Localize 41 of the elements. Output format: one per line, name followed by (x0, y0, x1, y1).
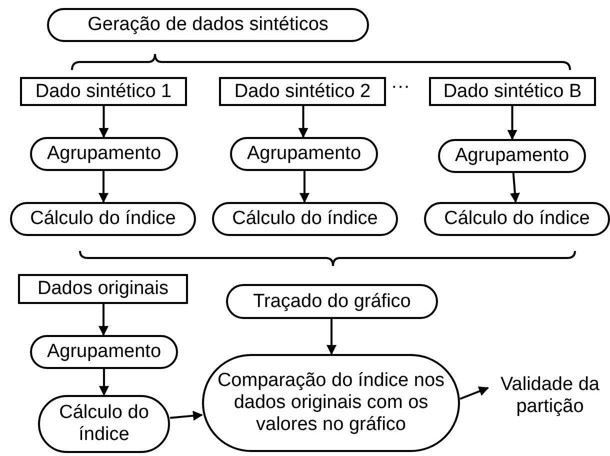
process-box (20, 77, 187, 106)
rounded-box (30, 137, 178, 171)
node-label: Cálculo do índice (30, 208, 176, 230)
rounded-box (424, 202, 610, 236)
node-label: Agrupamento (246, 143, 362, 165)
process-box (18, 274, 188, 304)
arrow (300, 171, 310, 203)
node-label: Agrupamento (454, 145, 570, 167)
node-label: Agrupamento (46, 341, 162, 363)
arrow (98, 304, 108, 336)
process-box (219, 77, 386, 106)
arrow (460, 386, 489, 400)
node-label: Dado sintético 2 (234, 80, 371, 102)
rounded-box (10, 202, 196, 236)
rounded-box (230, 137, 378, 171)
node-label: Traçado do gráfico (253, 290, 411, 312)
rounded-box (47, 8, 369, 42)
arrow (98, 106, 109, 138)
arrow (170, 410, 203, 421)
node-label: Cálculo do índice (444, 208, 590, 230)
node-label: Cálculo do índice (232, 208, 378, 230)
arrow (298, 106, 308, 138)
arrow (510, 172, 520, 203)
node-label: Agrupamento (46, 143, 162, 165)
arrow (98, 171, 108, 203)
node-label: Dado sintético B (443, 80, 582, 102)
node-label: Comparação do índice nos dados originais com os valores no gráfico (216, 370, 446, 436)
arrow (326, 319, 336, 355)
rounded-box (212, 202, 398, 236)
node-label: Geração de dados sintéticos (88, 14, 328, 36)
rounded-box (30, 335, 178, 369)
ellipsis-label: ··· (391, 76, 410, 98)
rounded-box (226, 284, 438, 319)
rounded-box (438, 139, 586, 173)
arrow (99, 369, 109, 396)
arrow (507, 106, 518, 140)
node-label: Dado sintético 1 (35, 80, 172, 102)
node-label: Cálculo do índice (58, 402, 150, 446)
process-box (429, 77, 596, 106)
node-label: Dados originais (38, 278, 168, 300)
output-text: Validade da partição (490, 368, 610, 424)
